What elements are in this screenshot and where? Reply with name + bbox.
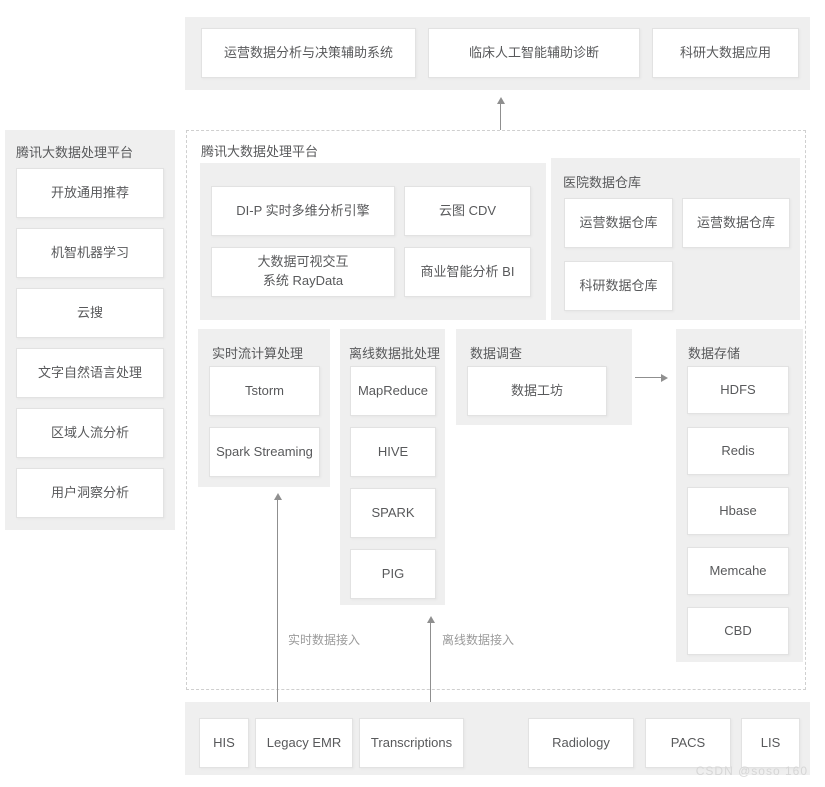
platform-container <box>186 130 806 690</box>
warehouse-box-operational-2: 运营数据仓库 <box>682 198 790 248</box>
storage-box-hdfs: HDFS <box>687 366 789 414</box>
sidebar-box-open-recommendation: 开放通用推荐 <box>16 168 164 218</box>
data-survey-title: 数据调查 <box>470 346 523 361</box>
data-storage-title: 数据存储 <box>688 346 741 361</box>
source-box-radiology: Radiology <box>528 718 634 768</box>
sidebar-title: 腾讯大数据处理平台 <box>16 145 134 160</box>
arrow-survey-to-storage <box>635 374 668 382</box>
offline-ingest-label: 离线数据接入 <box>442 633 515 647</box>
realtime-ingest-label: 实时数据接入 <box>288 633 361 647</box>
realtime-box-spark-streaming: Spark Streaming <box>209 427 320 477</box>
source-box-his: HIS <box>199 718 249 768</box>
sidebar-box-machine-learning: 机智机器学习 <box>16 228 164 278</box>
sidebar-box-regional-flow: 区域人流分析 <box>16 408 164 458</box>
sidebar-box-cloud-search: 云搜 <box>16 288 164 338</box>
offline-batch-title: 离线数据批处理 <box>349 346 441 361</box>
storage-box-hbase: Hbase <box>687 487 789 535</box>
offline-box-mapreduce: MapReduce <box>350 366 436 416</box>
survey-box-data-workshop: 数据工坊 <box>467 366 607 416</box>
platform-title: 腾讯大数据处理平台 <box>201 144 319 159</box>
offline-box-spark: SPARK <box>350 488 436 538</box>
offline-box-hive: HIVE <box>350 427 436 477</box>
tool-box-raydata: 大数据可视交互 系统 RayData <box>211 247 395 297</box>
hospital-warehouse-title: 医院数据仓库 <box>563 175 642 190</box>
app-box-operational-decision-system: 运营数据分析与决策辅助系统 <box>201 28 416 78</box>
source-box-legacy-emr: Legacy EMR <box>255 718 353 768</box>
arrow-realtime-ingest <box>274 493 282 716</box>
realtime-stream-title: 实时流计算处理 <box>212 346 304 361</box>
sidebar-box-nlp: 文字自然语言处理 <box>16 348 164 398</box>
realtime-box-tstorm: Tstorm <box>209 366 320 416</box>
storage-box-memcahe: Memcahe <box>687 547 789 595</box>
offline-box-pig: PIG <box>350 549 436 599</box>
storage-box-redis: Redis <box>687 427 789 475</box>
watermark: CSDN @soso 160 <box>695 764 808 778</box>
tool-box-cloud-chart-cdv: 云图 CDV <box>404 186 531 236</box>
app-box-clinical-ai-diagnosis: 临床人工智能辅助诊断 <box>428 28 640 78</box>
warehouse-box-research: 科研数据仓库 <box>564 261 673 311</box>
source-box-lis: LIS <box>741 718 800 768</box>
sidebar-box-user-insight: 用户洞察分析 <box>16 468 164 518</box>
storage-box-cbd: CBD <box>687 607 789 655</box>
source-box-pacs: PACS <box>645 718 731 768</box>
arrow-up-to-applications <box>497 97 505 130</box>
tool-box-dip-engine: DI-P 实时多维分析引擎 <box>211 186 395 236</box>
source-box-transcriptions: Transcriptions <box>359 718 464 768</box>
tool-box-bi-analysis: 商业智能分析 BI <box>404 247 531 297</box>
warehouse-box-operational-1: 运营数据仓库 <box>564 198 673 248</box>
app-box-research-bigdata: 科研大数据应用 <box>652 28 799 78</box>
arrow-offline-ingest <box>427 616 435 716</box>
